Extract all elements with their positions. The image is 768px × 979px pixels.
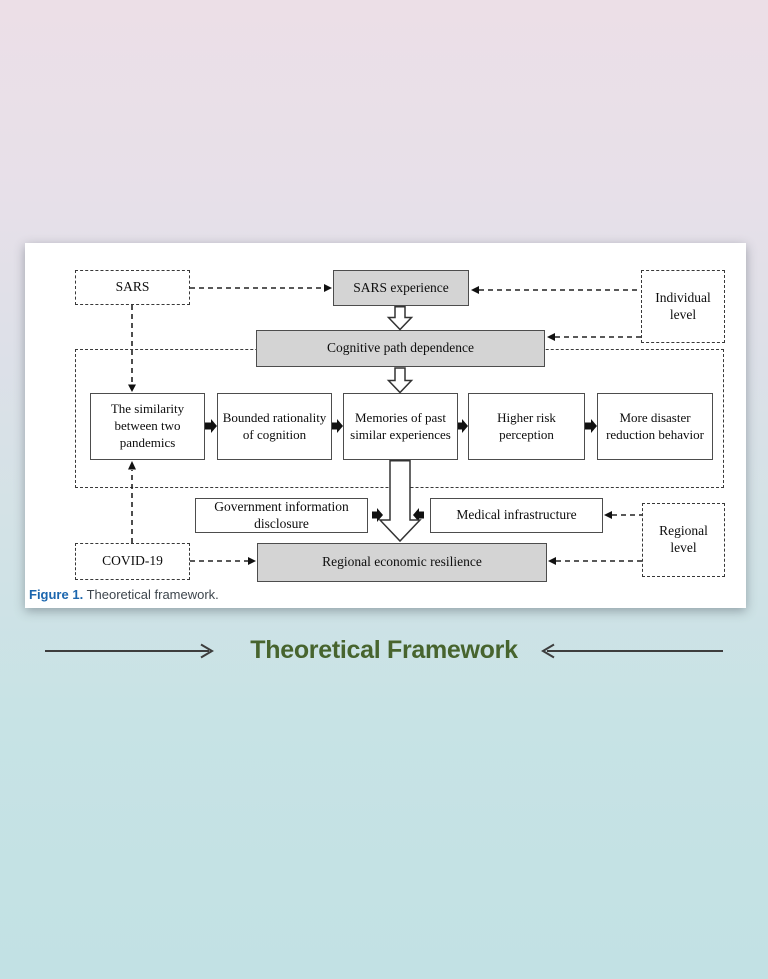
node-medical-infrastructure: Medical infrastructure — [430, 498, 603, 533]
node-bounded-rationality: Bounded rationality of cognition — [217, 393, 332, 460]
node-sars: SARS — [75, 270, 190, 305]
banner-left-arrowhead-icon — [200, 643, 214, 659]
solid-arrow-bounded-to-memories — [331, 419, 343, 433]
arrowhead-individual-to-cognitive — [547, 333, 555, 341]
solid-arrow-government-in — [372, 508, 383, 522]
node-regional-economic-resilience: Regional economic resilience — [257, 543, 547, 582]
solid-arrow-similarity-to-bounded — [205, 419, 217, 433]
node-similarity: The similarity between two pandemics — [90, 393, 205, 460]
node-individual-level: Individual level — [641, 270, 725, 343]
node-government-information: Government information disclosure — [195, 498, 368, 533]
block-arrow-cognitive-to-memories — [386, 367, 414, 394]
node-regional-level: Regional level — [642, 503, 725, 577]
block-arrow-layer — [378, 306, 422, 543]
arrowhead-covid-to-similarity — [128, 461, 136, 470]
solid-arrow-higher-to-more — [585, 419, 597, 433]
banner-title: Theoretical Framework — [250, 636, 518, 664]
node-sars-experience: SARS experience — [333, 270, 469, 306]
figure-panel: SARS SARS experience Individual level Co… — [25, 243, 746, 608]
banner-arrow-layer — [45, 643, 723, 659]
node-cognitive-path-dependence: Cognitive path dependence — [256, 330, 545, 367]
figure-caption-text: Theoretical framework. — [86, 587, 219, 602]
node-memories: Memories of past similar experiences — [343, 393, 458, 460]
arrowhead-sars-to-experience — [324, 284, 332, 292]
solid-arrow-medical-in — [413, 508, 424, 522]
arrowhead-regional-to-medical — [604, 511, 612, 519]
block-arrow-memories-to-resilience — [378, 460, 422, 543]
arrowhead-sars-to-similarity — [128, 384, 136, 392]
solid-arrow-memories-to-higher — [456, 419, 468, 433]
node-covid19: COVID-19 — [75, 543, 190, 580]
node-more-disaster: More disaster reduction behavior — [597, 393, 713, 460]
arrowhead-covid-to-resilience — [248, 557, 256, 565]
node-higher-risk: Higher risk perception — [468, 393, 585, 460]
connector-layer — [128, 284, 642, 565]
block-arrow-experience-to-cognitive — [386, 306, 414, 331]
arrowhead-regional-to-resilience — [548, 557, 556, 565]
figure-caption: Figure 1. Theoretical framework. — [29, 587, 219, 602]
figure-caption-label: Figure 1. — [29, 587, 84, 602]
arrowhead-individual-to-experience — [471, 286, 479, 294]
banner-right-arrowhead-icon — [541, 643, 555, 659]
